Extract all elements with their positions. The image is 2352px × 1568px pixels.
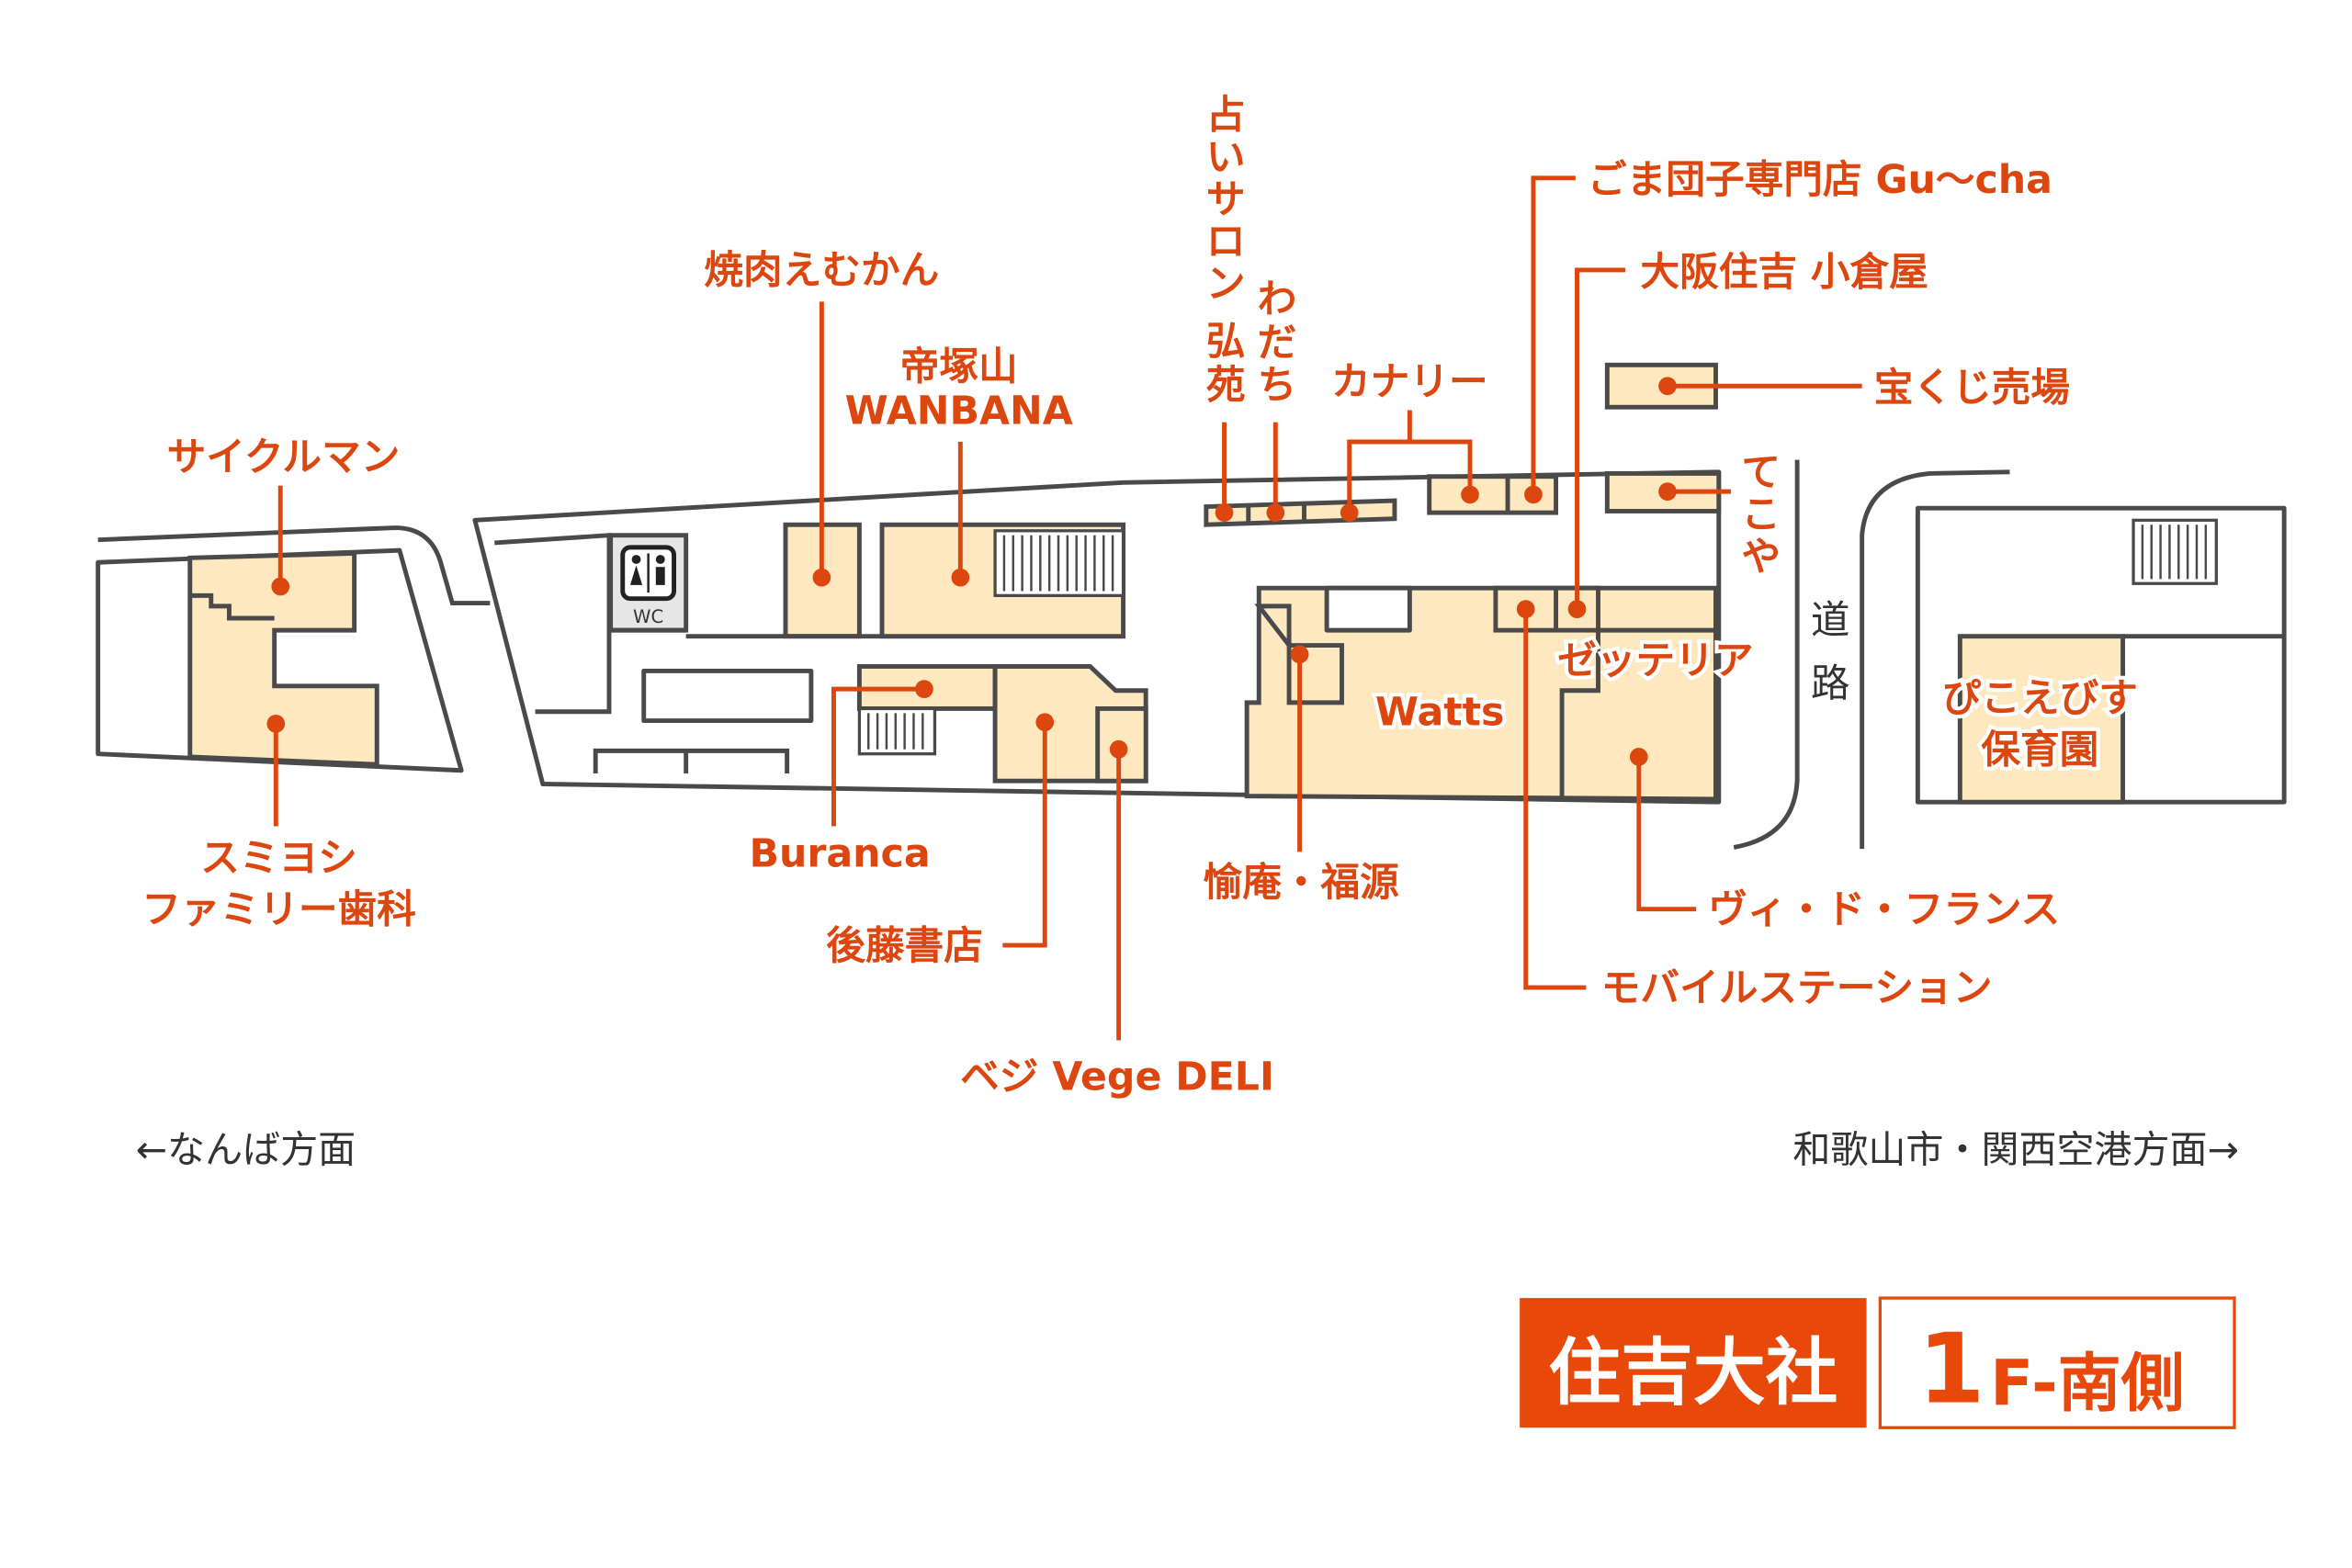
svg-text:い: い: [1206, 135, 1246, 181]
svg-text:や: や: [1741, 534, 1781, 580]
leader-lines: [273, 175, 1862, 1041]
road-label: 路: [1811, 660, 1850, 706]
label-watts[interactable]: Watts: [1372, 685, 1509, 739]
wall-line: [189, 592, 275, 621]
label-pikoebisu[interactable]: ぴこえびす: [1939, 672, 2142, 726]
svg-text:こ: こ: [1741, 492, 1781, 538]
wall-line: [593, 748, 790, 774]
svg-text:わ: わ: [1258, 276, 1297, 322]
direction-namba: ←なんば方面: [136, 1127, 356, 1171]
floor-label: F-南側: [1990, 1348, 2184, 1421]
label-wadachi[interactable]: わ だ ち: [1258, 276, 1297, 409]
label-yakiniku[interactable]: 焼肉えむかん: [704, 248, 939, 294]
label-pikoebisu-2[interactable]: 保育園: [1977, 723, 2102, 776]
label-goto[interactable]: 後藤書店: [826, 923, 983, 969]
label-sumiyoshi-2[interactable]: ファミリー歯科: [141, 886, 416, 932]
svg-text:弘: 弘: [1206, 319, 1246, 365]
station-badge: [1520, 1298, 1867, 1428]
road-label: 道: [1811, 597, 1850, 643]
svg-text:て: て: [1741, 450, 1781, 496]
label-canary[interactable]: カナリー: [1331, 359, 1488, 405]
shop-strip-uranai-wadachi-canary[interactable]: [1204, 498, 1397, 527]
stairs-icon: [993, 529, 1125, 598]
floor-number: 1: [1917, 1313, 1984, 1425]
label-mobile-station[interactable]: モバイルステーション: [1601, 965, 1993, 1011]
svg-text:ロ: ロ: [1206, 220, 1246, 265]
svg-text:だ: だ: [1258, 320, 1297, 366]
shop-dots: [266, 377, 1677, 766]
kiosk-block: [641, 668, 814, 724]
backroom: [1324, 585, 1412, 633]
svg-text:ち: ち: [1258, 362, 1297, 408]
label-wanbana[interactable]: 帝塚山: [900, 344, 1018, 390]
label-wanbana-2[interactable]: WANBANA: [845, 388, 1073, 434]
label-takarakuji[interactable]: 宝くじ売場: [1874, 366, 2070, 412]
road-outline-left: [97, 525, 491, 606]
label-tekoya[interactable]: て こ や: [1741, 450, 1781, 581]
label-vie-de-france[interactable]: ヴィ・ド・フランス: [1708, 886, 2060, 932]
shop-yuan-wall: [1254, 604, 1344, 705]
label-cycleman[interactable]: サイクルマン: [167, 434, 401, 480]
stairs-icon: [857, 706, 937, 756]
wc-label: WC: [633, 606, 663, 627]
svg-text:占: 占: [1206, 93, 1246, 139]
label-ogura[interactable]: 大阪住吉 小倉屋: [1640, 249, 1928, 295]
stairs-icon: [2132, 518, 2218, 585]
wall-line: [1559, 627, 1716, 799]
label-zetteria[interactable]: ゼッテリア: [1554, 635, 1757, 688]
direction-wakayama: 和歌山市・関西空港方面→: [1792, 1127, 2239, 1171]
label-buranca[interactable]: Buranca: [749, 831, 930, 877]
road-curb-left: [1733, 459, 1800, 850]
shop-pikoebisu[interactable]: [1957, 634, 2126, 805]
shop-cycleman[interactable]: [187, 550, 379, 767]
svg-text:苑: 苑: [1206, 362, 1246, 408]
svg-text:ン: ン: [1206, 261, 1246, 307]
svg-text:サ: サ: [1206, 177, 1246, 223]
floor-badge: [1878, 1296, 2236, 1429]
road-curb-right: [1860, 469, 2010, 850]
label-sumiyoshi[interactable]: スミヨシ: [200, 836, 357, 882]
label-vege[interactable]: ベジ Vege DELI: [960, 1055, 1274, 1100]
label-yuan[interactable]: 愉庵・福源: [1204, 860, 1400, 906]
label-gucha[interactable]: ごま団子専門店 Gu～cha: [1588, 157, 2052, 203]
label-uranai[interactable]: 占 い サ ロ ン 弘 苑: [1206, 93, 1246, 409]
station-name: 住吉大社: [1548, 1330, 1838, 1415]
